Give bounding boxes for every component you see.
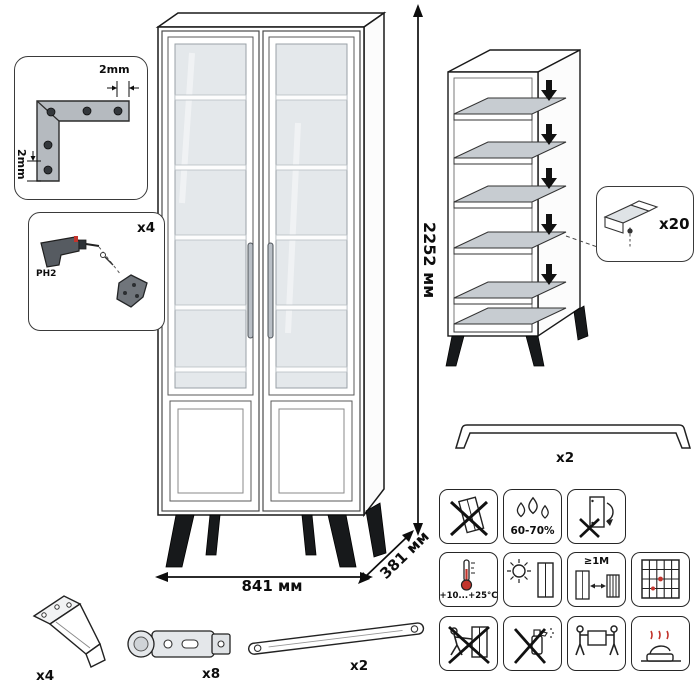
width-dimension-label: 841 мм bbox=[241, 577, 303, 595]
handle-part: x2 bbox=[442, 414, 694, 466]
care-icon-no-tilting bbox=[439, 489, 498, 544]
water-drops-icon bbox=[516, 496, 549, 520]
cabinet-legs bbox=[165, 502, 387, 568]
handle-icon bbox=[454, 424, 692, 449]
drill-bit-label: PH2 bbox=[36, 269, 57, 279]
rail-part: x2 bbox=[238, 608, 436, 676]
leg-mounting-bracket-icon bbox=[116, 274, 148, 308]
no-tilting-icon bbox=[449, 496, 489, 537]
care-icon-carry-two-people bbox=[567, 616, 626, 671]
height-dimension-arrow bbox=[413, 4, 423, 536]
leg-icon bbox=[32, 595, 106, 668]
height-dimension-label: 2252 мм bbox=[420, 222, 439, 299]
no-dragging-icon bbox=[448, 625, 490, 665]
door-handle-right bbox=[267, 242, 274, 339]
depth-dimension-arrow bbox=[358, 530, 414, 584]
hinge-part: x8 bbox=[124, 620, 236, 682]
care-icon-humidity: 60-70% bbox=[503, 489, 562, 544]
shelf-pin-detail-panel: x20 bbox=[596, 186, 694, 262]
sunlight-cabinet-icon bbox=[507, 559, 554, 598]
no-solvents-icon bbox=[513, 628, 554, 664]
door-handle-left bbox=[247, 242, 254, 339]
exploded-shelf-view bbox=[445, 48, 607, 367]
drill-count-label: x4 bbox=[137, 220, 156, 236]
care-icon-no-sunlight bbox=[503, 552, 562, 607]
rail-icon bbox=[247, 622, 425, 655]
min-distance-label: ≥1M bbox=[583, 555, 610, 567]
carry-two-people-icon bbox=[575, 625, 619, 656]
drill-icon bbox=[40, 236, 148, 308]
care-icon-radiator-distance: ≥1M bbox=[567, 552, 626, 607]
leg-count-label: x4 bbox=[36, 668, 55, 684]
leg-part: x4 bbox=[24, 582, 124, 684]
care-icon-no-dragging bbox=[439, 616, 498, 671]
care-icon-ventilation-grid bbox=[631, 552, 690, 607]
care-icon-no-door-removal bbox=[567, 489, 626, 544]
no-door-removal-icon bbox=[579, 496, 614, 538]
corner-gap-detail-panel: 2mm 2mm bbox=[14, 56, 148, 200]
hinge-icon bbox=[127, 630, 231, 658]
care-icon-no-solvents bbox=[503, 616, 562, 671]
care-icon-no-hot-items bbox=[631, 616, 690, 671]
corner-gap-top-label: 2mm bbox=[99, 63, 130, 76]
no-hot-items-icon bbox=[641, 630, 681, 662]
temperature-label: +10...+25°C bbox=[439, 591, 498, 602]
care-icon-temperature: +10...+25°C bbox=[439, 552, 498, 607]
handle-count-label: x2 bbox=[556, 450, 575, 466]
drill-detail-panel: x4 PH2 bbox=[28, 212, 165, 331]
radiator-distance-icon bbox=[575, 569, 620, 600]
rail-count-label: x2 bbox=[350, 658, 369, 674]
shelf-pin-count-label: x20 bbox=[659, 215, 690, 233]
corner-gap-side-label: 2mm bbox=[15, 149, 28, 180]
corner-bracket-icon bbox=[27, 81, 139, 182]
hinge-count-label: x8 bbox=[202, 666, 221, 682]
thermometer-icon bbox=[460, 559, 475, 591]
ventilation-grid-icon bbox=[641, 559, 680, 599]
cabinet-front-illustration bbox=[155, 11, 387, 568]
shelf-pin-icon bbox=[603, 200, 659, 247]
humidity-label: 60-70% bbox=[510, 525, 555, 538]
